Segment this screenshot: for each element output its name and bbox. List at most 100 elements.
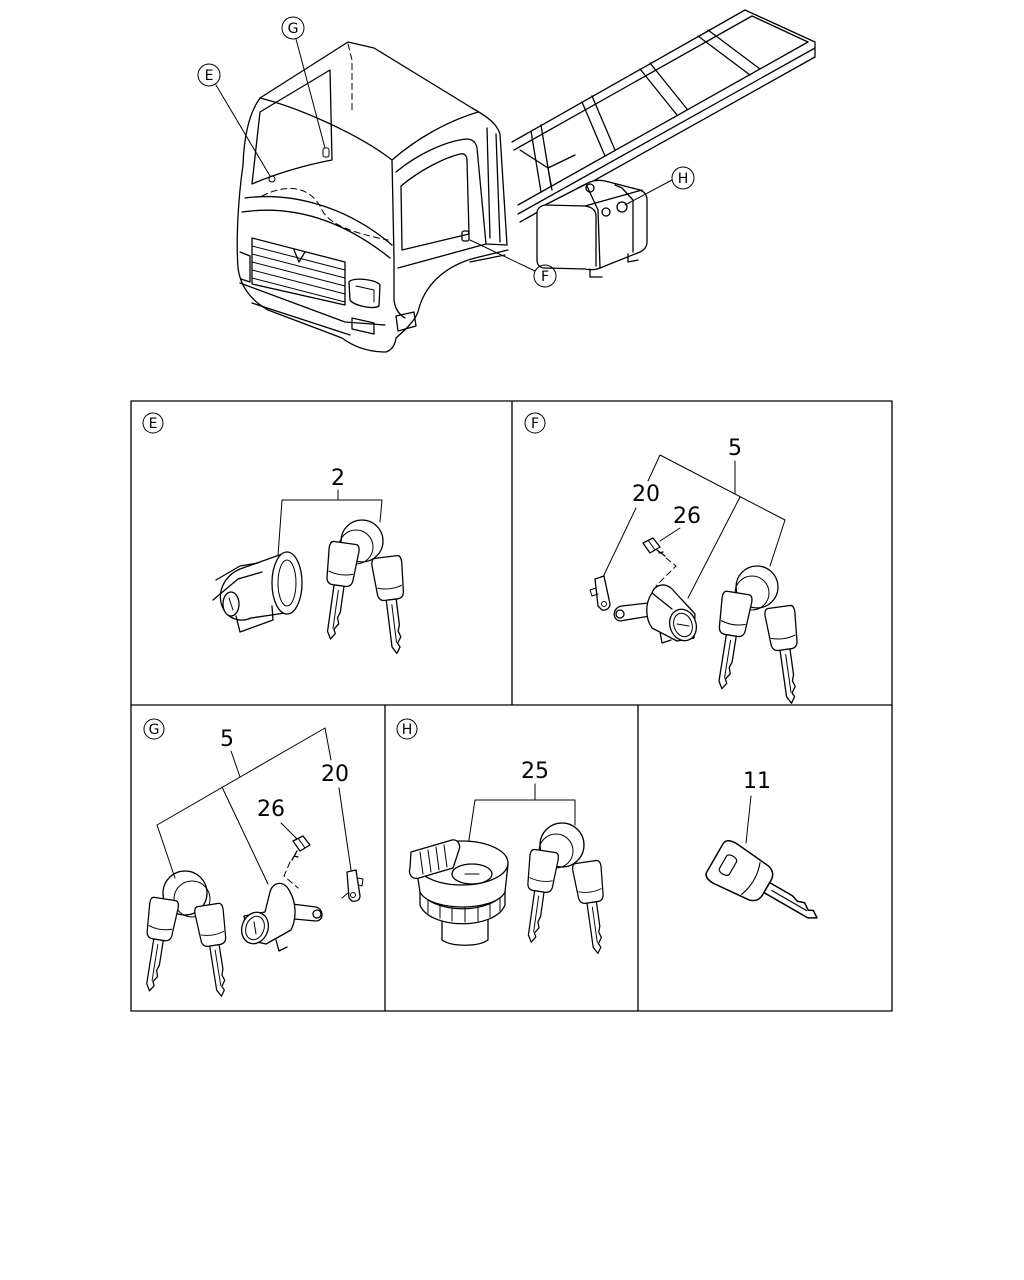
panel-h: H 25 xyxy=(396,718,614,956)
bumper-line xyxy=(239,282,386,326)
panel-key: 11 xyxy=(705,769,818,919)
part-26-leader xyxy=(659,527,681,542)
key-ring xyxy=(340,519,384,563)
headlight-left xyxy=(239,251,251,283)
frame-bracket xyxy=(519,149,576,191)
panel-e-label-circle xyxy=(142,412,164,434)
panel-h-label: H xyxy=(402,722,413,738)
cab-step xyxy=(469,254,506,263)
crossmember xyxy=(581,95,616,157)
blank-key xyxy=(705,839,818,919)
locking-fuel-cap xyxy=(408,839,509,946)
key xyxy=(707,590,754,692)
key-set-5 xyxy=(707,565,809,706)
hidden-interior-edge xyxy=(261,188,389,241)
part-26-leader xyxy=(280,822,298,840)
panel-f: F 5 20 26 xyxy=(524,412,809,706)
part-number-11: 11 xyxy=(743,769,771,794)
panel-e-label: E xyxy=(149,416,158,432)
near-rail xyxy=(517,41,816,223)
fog-light xyxy=(351,317,375,335)
part-number-5: 5 xyxy=(728,436,742,461)
cab-silhouette xyxy=(242,41,508,246)
part-number-2: 2 xyxy=(331,466,345,491)
part-number-20: 20 xyxy=(321,762,349,787)
truck-overview: E G H F xyxy=(197,9,816,353)
callout-f: F xyxy=(469,239,557,288)
key xyxy=(315,540,361,642)
panel-f-label: F xyxy=(531,416,539,432)
tank-bracket xyxy=(589,253,639,278)
part-number-20: 20 xyxy=(632,482,660,507)
part-20-leader xyxy=(338,787,352,871)
panel-g-label-circle xyxy=(143,718,165,740)
panel-grid xyxy=(130,400,893,1012)
key xyxy=(370,554,414,656)
callout-e-circle xyxy=(197,63,221,87)
tank-cap xyxy=(585,183,595,193)
key xyxy=(193,902,238,999)
lock-flange xyxy=(271,551,303,615)
cab-front-edge xyxy=(236,164,244,269)
callout-h-letter: H xyxy=(678,171,689,187)
callout-g-letter: G xyxy=(288,21,299,37)
part-5-bracket xyxy=(647,454,786,599)
crossmember xyxy=(639,62,688,116)
grille xyxy=(251,237,346,306)
headlight-right xyxy=(348,278,381,309)
cowl-line xyxy=(241,209,391,259)
callout-h-circle xyxy=(671,166,695,190)
a-pillar xyxy=(391,159,395,259)
part-20-leader xyxy=(602,507,637,578)
panel-g: G 5 20 26 xyxy=(135,718,364,999)
callout-g-target xyxy=(322,147,330,158)
cab-back-pillar xyxy=(485,127,508,246)
panel-f-label-circle xyxy=(524,412,546,434)
key xyxy=(517,848,560,945)
cap-knurled-band xyxy=(419,889,506,925)
door-outline xyxy=(395,138,487,269)
knurl-ridges xyxy=(427,896,501,923)
door-window xyxy=(400,153,470,251)
grille-emblem xyxy=(293,249,306,263)
bolt-26 xyxy=(642,537,677,587)
key-set-5 xyxy=(135,870,238,999)
hidden-edge xyxy=(347,43,353,113)
panel-e: E 2 xyxy=(142,412,414,656)
part-25-bracket xyxy=(467,783,576,847)
callout-e-letter: E xyxy=(205,68,214,84)
grid-divider xyxy=(130,400,893,1012)
turn-signal xyxy=(395,311,417,332)
key xyxy=(763,604,809,706)
part-number-25: 25 xyxy=(521,759,549,784)
door-lock xyxy=(461,230,470,242)
rear-crossmember xyxy=(744,9,816,58)
bumper-lower-line xyxy=(251,302,351,336)
far-side-window xyxy=(251,69,333,185)
ignition-lock-cylinder xyxy=(212,551,303,633)
bolt-26 xyxy=(283,835,311,889)
tank-cap xyxy=(601,207,611,217)
lock-clip-20 xyxy=(341,869,364,902)
lock-clip xyxy=(212,562,274,633)
keyhole xyxy=(228,597,234,611)
callout-h: H xyxy=(624,166,695,206)
headlight-right-inner xyxy=(355,285,375,303)
wheel-arch xyxy=(395,249,509,339)
tank-filler xyxy=(616,201,628,213)
grid-border xyxy=(130,400,893,1012)
part-number-5: 5 xyxy=(220,727,234,752)
roof-front-edge xyxy=(259,97,393,161)
tank-strap xyxy=(577,183,634,269)
windshield-lower-edge xyxy=(244,195,393,246)
panel-g-label: G xyxy=(149,722,160,738)
far-rail xyxy=(511,9,753,151)
front-lower-outline xyxy=(237,267,397,353)
part-5-bracket xyxy=(156,727,332,885)
callout-e-target xyxy=(268,175,276,183)
key-ring xyxy=(173,880,211,918)
part-2-bracket xyxy=(277,489,383,557)
door-lock-cylinder xyxy=(240,882,323,952)
key-set-2 xyxy=(315,519,414,656)
